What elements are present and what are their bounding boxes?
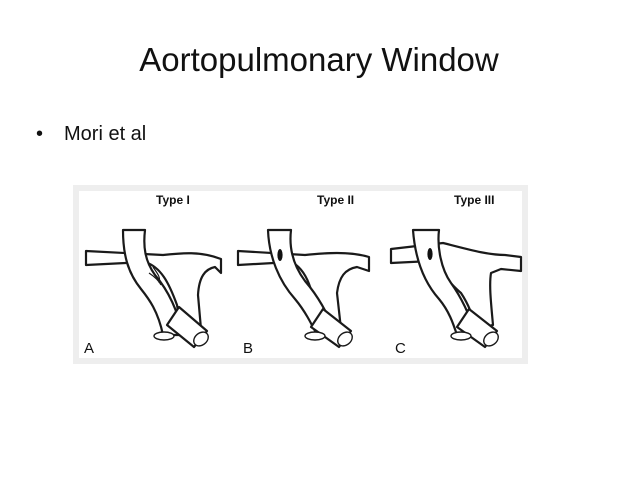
type-ii-aortic-lumen <box>304 331 326 341</box>
type-i-branch-lumen <box>193 331 209 347</box>
panel-letter-b: B <box>243 340 253 357</box>
type-i-defect-outline <box>148 266 162 286</box>
panel-type-iii: Type III <box>389 193 523 349</box>
bullet-marker: • <box>36 123 44 145</box>
type-ii-label: Type II <box>317 193 354 207</box>
bullet-item: • Mori et al <box>36 121 146 147</box>
diagram-svg: Type I Type II Type III <box>79 191 523 358</box>
type-ii-pulmonary-trunk <box>236 249 371 337</box>
bullet-text: Mori et al <box>64 123 147 145</box>
slide-title: Aortopulmonary Window <box>139 41 499 78</box>
panel-letter-c: C <box>395 340 406 357</box>
type-i-aortic-lumen <box>153 331 175 341</box>
type-iii-defect <box>427 248 433 260</box>
type-i-label: Type I <box>156 193 190 207</box>
panel-letter-a: A <box>84 340 94 357</box>
type-ii-branch-lumen <box>337 331 353 347</box>
panel-type-ii: Type II <box>236 193 371 349</box>
type-iii-aortic-lumen <box>450 331 472 341</box>
aortopulmonary-window-diagram: Type I Type II Type III <box>73 185 528 364</box>
type-iii-label: Type III <box>454 193 494 207</box>
type-ii-defect <box>277 249 283 261</box>
panel-type-i: Type I <box>84 193 223 349</box>
type-iii-branch-lumen <box>483 331 499 347</box>
